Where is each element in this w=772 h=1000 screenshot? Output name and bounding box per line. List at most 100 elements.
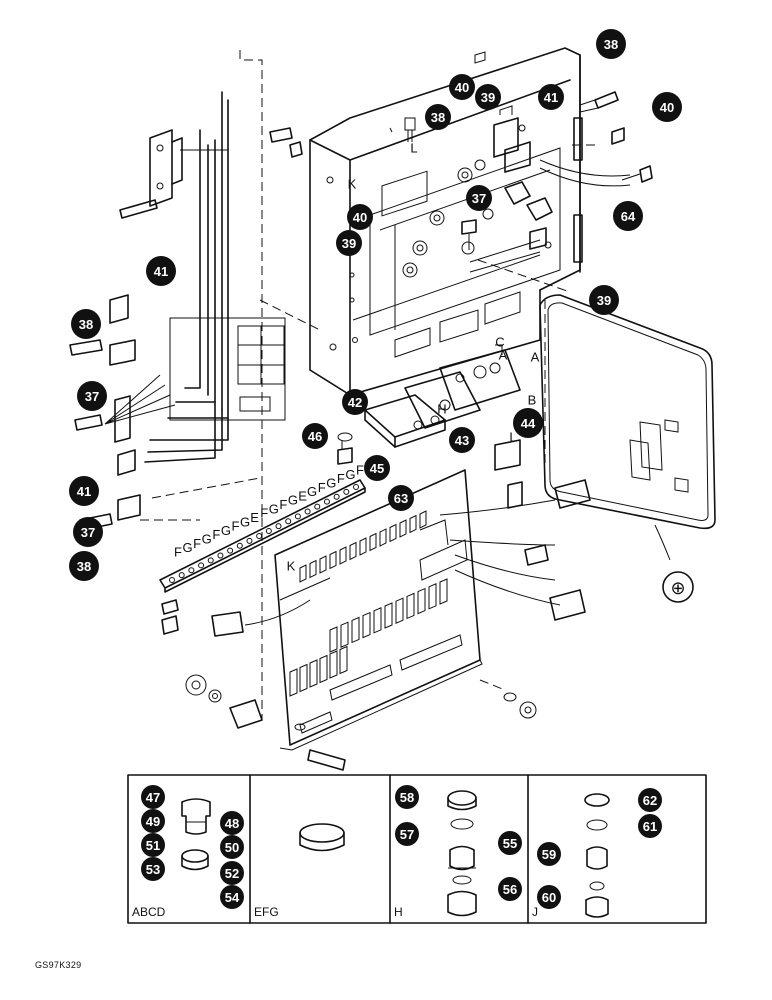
callout-label: 37	[85, 389, 99, 404]
box-hardware	[402, 105, 531, 278]
callout-44: 44	[513, 408, 543, 438]
callout-circle	[73, 517, 103, 547]
callout-label: 53	[146, 862, 160, 877]
board-component	[319, 654, 328, 684]
letter-b: B	[528, 393, 537, 408]
callout-circle	[449, 74, 475, 100]
board-component	[319, 555, 327, 574]
mounting-bracket	[149, 129, 183, 207]
letter-h: H	[437, 402, 446, 417]
callout-label: 64	[621, 209, 636, 224]
callout-label: 61	[643, 819, 657, 834]
board-component	[359, 537, 367, 556]
board-component	[373, 607, 382, 634]
callout-38: 38	[69, 551, 99, 581]
terminal-blocks	[364, 344, 521, 448]
callout-label: 38	[431, 110, 445, 125]
panel-label-abcd: ABCD	[132, 905, 166, 919]
callout-41: 41	[69, 476, 99, 506]
fuse-hole	[236, 542, 243, 549]
callout-label: 42	[348, 395, 362, 410]
fuse-letter: G	[269, 501, 279, 516]
callout-circle	[388, 485, 414, 511]
fuse-hole	[188, 567, 195, 574]
callout-label: 39	[481, 90, 495, 105]
board-component	[351, 616, 360, 644]
callout-61: 61	[638, 814, 662, 838]
board-component	[309, 659, 318, 688]
callout-circle	[537, 842, 561, 866]
callout-43: 43	[449, 427, 475, 453]
callout-circle	[538, 84, 564, 110]
callout-60: 60	[537, 885, 561, 909]
board-component	[384, 602, 393, 629]
right-side-fasteners	[119, 91, 653, 263]
callout-circle	[364, 455, 390, 481]
callout-label: 46	[308, 429, 322, 444]
board-component	[299, 564, 307, 583]
fuse-letter: G	[307, 484, 317, 499]
callout-circle	[537, 885, 561, 909]
callout-55: 55	[498, 831, 522, 855]
callout-label: 44	[521, 416, 536, 431]
callout-circle	[141, 785, 165, 809]
callout-40: 40	[449, 74, 475, 100]
board-component	[395, 597, 404, 624]
fuse-letter: G	[345, 467, 355, 482]
detail-panels	[127, 774, 707, 924]
callout-57: 57	[395, 822, 419, 846]
board-component	[419, 510, 427, 529]
board-component	[339, 645, 348, 675]
callout-label: 50	[225, 840, 239, 855]
board-cables	[211, 479, 591, 637]
fuse-letter: G	[288, 493, 298, 508]
callout-37: 37	[466, 185, 492, 211]
callout-circle	[498, 831, 522, 855]
callout-label: 37	[472, 191, 486, 206]
callout-58: 58	[395, 785, 419, 809]
fuse-hole	[323, 498, 330, 505]
board-component	[439, 578, 448, 605]
callout-label: 60	[542, 890, 556, 905]
fuse-letter: F	[231, 519, 239, 534]
callout-circle	[220, 861, 244, 885]
fuse-hole	[256, 532, 263, 539]
board-component	[417, 587, 426, 615]
callout-circle	[638, 788, 662, 812]
board-component	[409, 514, 417, 534]
fuse-letter: G	[183, 540, 193, 555]
board-component	[406, 592, 415, 620]
callout-label: 40	[353, 210, 367, 225]
callout-40: 40	[347, 204, 373, 230]
callout-circle	[302, 423, 328, 449]
callout-38: 38	[71, 309, 101, 339]
callout-63: 63	[388, 485, 414, 511]
fuse-letter: F	[212, 527, 220, 542]
letter-a-2: A	[531, 350, 540, 365]
fuse-hole	[178, 572, 185, 579]
fuse-hole	[198, 562, 205, 569]
callout-circle	[652, 92, 682, 122]
fuse-letter: F	[337, 471, 345, 486]
callout-circle	[638, 814, 662, 838]
fuse-hole	[217, 552, 224, 559]
fuse-letter: F	[174, 545, 182, 560]
fuse-letter: E	[298, 488, 307, 503]
callout-circle	[466, 185, 492, 211]
callout-label: 51	[146, 838, 160, 853]
left-relays	[69, 294, 176, 531]
callout-label: 40	[660, 100, 674, 115]
callout-label: 41	[77, 484, 91, 499]
callout-circle	[336, 230, 362, 256]
callout-label: 58	[400, 790, 414, 805]
callout-label: 45	[370, 461, 384, 476]
fuse-hole	[265, 528, 272, 535]
fuse-letter: E	[250, 510, 259, 525]
bottom-hardware	[185, 674, 537, 771]
callout-circle	[596, 29, 626, 59]
callout-circle	[220, 811, 244, 835]
callout-label: 56	[503, 882, 517, 897]
callout-47: 47	[141, 785, 165, 809]
letter-a-1: A	[499, 348, 508, 363]
